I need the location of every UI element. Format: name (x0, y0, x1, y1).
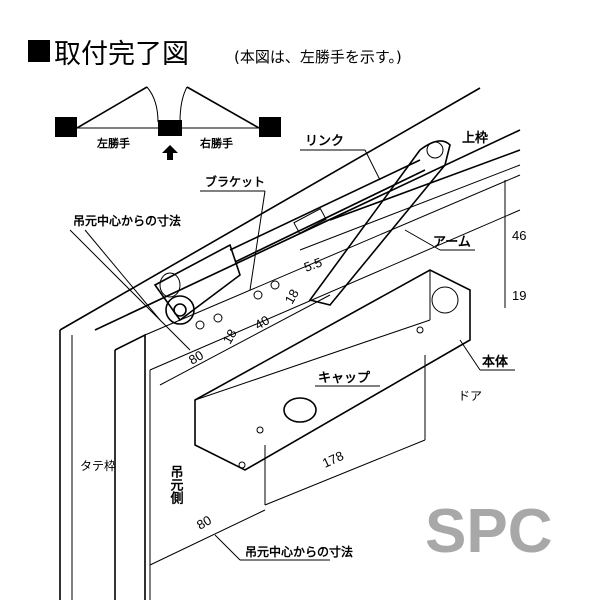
arm-label: アーム (433, 235, 471, 250)
door-hand-diagram (55, 86, 281, 160)
title-square-icon (28, 40, 50, 62)
dimension-from-hinge-label-top: 吊元中心からの寸法 (73, 213, 181, 228)
dim-18-upper: 18 (282, 286, 302, 306)
hinge-side-label: 吊元側 (168, 465, 185, 505)
dim-178: 178 (320, 448, 346, 471)
dim-80-bottom: 80 (194, 512, 214, 532)
door-label: ドア (458, 389, 482, 403)
door-closer-drawing (59, 87, 521, 600)
vertical-frame-label: タテ枠 (80, 459, 116, 473)
page-subtitle: (本図は、左勝手を示す。) (234, 48, 402, 66)
top-frame-label: 上枠 (462, 130, 488, 146)
dim-40: 40 (252, 312, 272, 332)
link-label: リンク (305, 134, 344, 149)
spc-watermark: SPC (425, 497, 552, 566)
right-hand-label: 右勝手 (199, 136, 233, 150)
dimension-from-hinge-label-bottom: 吊元中心からの寸法 (245, 544, 353, 559)
page-title: 取付完了図 (54, 39, 189, 70)
arrow-up-icon (162, 145, 178, 160)
dim-18-lower: 18 (220, 326, 240, 346)
bracket-label: ブラケット (205, 174, 265, 189)
dim-46: 46 (512, 228, 526, 243)
body-label: 本体 (482, 354, 509, 370)
dim-5-5: 5.5 (302, 255, 324, 275)
left-hand-label: 左勝手 (96, 136, 130, 150)
cap-label: キャップ (318, 371, 371, 386)
dim-19: 19 (512, 288, 526, 303)
dim-80-top: 80 (186, 347, 206, 367)
